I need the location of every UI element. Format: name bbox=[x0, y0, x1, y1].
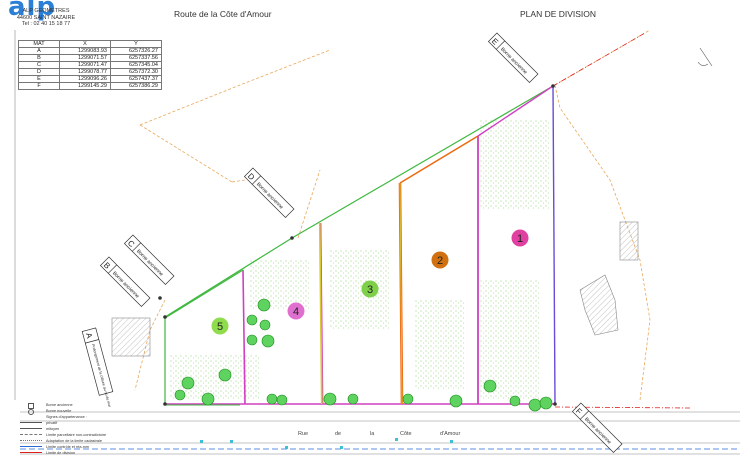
corner-tag-E: E Borne ancienne bbox=[487, 32, 539, 84]
survey-points bbox=[158, 84, 557, 406]
corner-letter-C: C bbox=[126, 239, 137, 250]
legend-symbol bbox=[28, 403, 34, 409]
legend-item: Limite contrôle et réa-mm bbox=[18, 444, 136, 450]
corner-letter-F: F bbox=[574, 407, 584, 417]
corner-letter-D: D bbox=[246, 172, 257, 183]
road-title: Route de la Côte d'Amour bbox=[174, 9, 272, 19]
legend-symbol bbox=[20, 446, 42, 447]
cell-y: 6257386.29 bbox=[110, 82, 162, 90]
legend-label: mitoyen bbox=[46, 427, 60, 431]
lot-5-number: 5 bbox=[217, 321, 223, 333]
street-word: Côte bbox=[400, 431, 412, 437]
legend-label: Limite contrôle et réa-mm bbox=[46, 445, 90, 449]
legend: Borne ancienne Borne nouvelle Signes d'a… bbox=[18, 402, 136, 456]
lot-1-marker: 1 bbox=[511, 229, 529, 247]
street-word: de bbox=[335, 431, 341, 437]
corner-letter-E: E bbox=[490, 37, 500, 47]
legend-label: privatif bbox=[46, 421, 58, 425]
legend-symbol bbox=[20, 434, 42, 435]
street-word: Rue bbox=[298, 431, 308, 437]
street-word: la bbox=[370, 431, 375, 437]
corner-letter-B: B bbox=[102, 261, 112, 271]
north-arrow-icon bbox=[697, 47, 713, 67]
lot-markers: 1 2 3 4 5 bbox=[211, 229, 529, 335]
lot-5-marker: 5 bbox=[211, 317, 229, 335]
boundary-line-top bbox=[552, 32, 646, 87]
legend-label: Borne ancienne bbox=[46, 403, 73, 407]
company-name: ALP GEOMETRES bbox=[22, 8, 70, 14]
legend-symbol bbox=[28, 409, 34, 415]
corner-tag-F: F Borne ancienne bbox=[571, 402, 623, 454]
legend-item: Borne ancienne bbox=[18, 402, 136, 409]
company-logo: alp bbox=[8, 0, 57, 22]
legend-symbol bbox=[20, 428, 42, 429]
legend-label: Adaptation de la limite cadastrale bbox=[46, 439, 102, 443]
legend-symbol bbox=[20, 422, 42, 423]
legend-item: Limite de division bbox=[18, 450, 136, 456]
legend-item: Borne nouvelle bbox=[18, 408, 136, 415]
corner-tag-D: D Borne ancienne bbox=[243, 167, 295, 219]
corner-tag-A: A Prolongement de la clôture au nu du mu… bbox=[81, 327, 114, 408]
street-word: d'Amour bbox=[440, 431, 460, 437]
lot-1-number: 1 bbox=[517, 233, 523, 245]
company-info: ALP GEOMETRES 44600 SAINT NAZAIRE Tel : … bbox=[16, 8, 76, 28]
vegetation-hatch bbox=[170, 120, 550, 400]
plan-title: PLAN DE DIVISION bbox=[520, 9, 597, 19]
legend-label: Limite de division bbox=[46, 451, 76, 455]
corner-letter-A: A bbox=[84, 332, 94, 340]
parcel-boundaries bbox=[164, 85, 556, 406]
lot-2-number: 2 bbox=[437, 255, 443, 267]
lot-3-marker: 3 bbox=[361, 280, 379, 298]
cadastral-outline bbox=[134, 29, 651, 401]
legend-label: Signes d'appartenance : bbox=[46, 415, 87, 419]
corner-tag-B: B Borne ancienne bbox=[99, 256, 151, 308]
boundary-line-bottom bbox=[554, 406, 691, 409]
company-phone: Tel : 02 40 15 18 77 bbox=[21, 21, 71, 27]
corner-tag-C: C Borne ancienne bbox=[123, 234, 175, 286]
lot-2-marker: 2 bbox=[431, 251, 449, 269]
existing-buildings bbox=[111, 221, 639, 357]
lot-3-number: 3 bbox=[367, 284, 373, 296]
trees bbox=[174, 298, 553, 412]
legend-item: mitoyen bbox=[18, 426, 136, 432]
lot-4-number: 4 bbox=[293, 306, 299, 318]
legend-item: privatif bbox=[18, 420, 136, 426]
legend-item: Signes d'appartenance : bbox=[18, 414, 136, 420]
lot-4-marker: 4 bbox=[287, 302, 305, 320]
street-markers bbox=[200, 438, 613, 450]
legend-symbol bbox=[20, 440, 42, 441]
legend-item: Limite parcellaire non-contradictoire bbox=[18, 432, 136, 438]
legend-label: Borne nouvelle bbox=[46, 409, 72, 413]
company-city: 44600 SAINT NAZAIRE bbox=[16, 14, 76, 21]
legend-item: Adaptation de la limite cadastrale bbox=[18, 438, 136, 444]
legend-symbol bbox=[20, 452, 42, 453]
legend-label: Limite parcellaire non-contradictoire bbox=[46, 433, 107, 437]
